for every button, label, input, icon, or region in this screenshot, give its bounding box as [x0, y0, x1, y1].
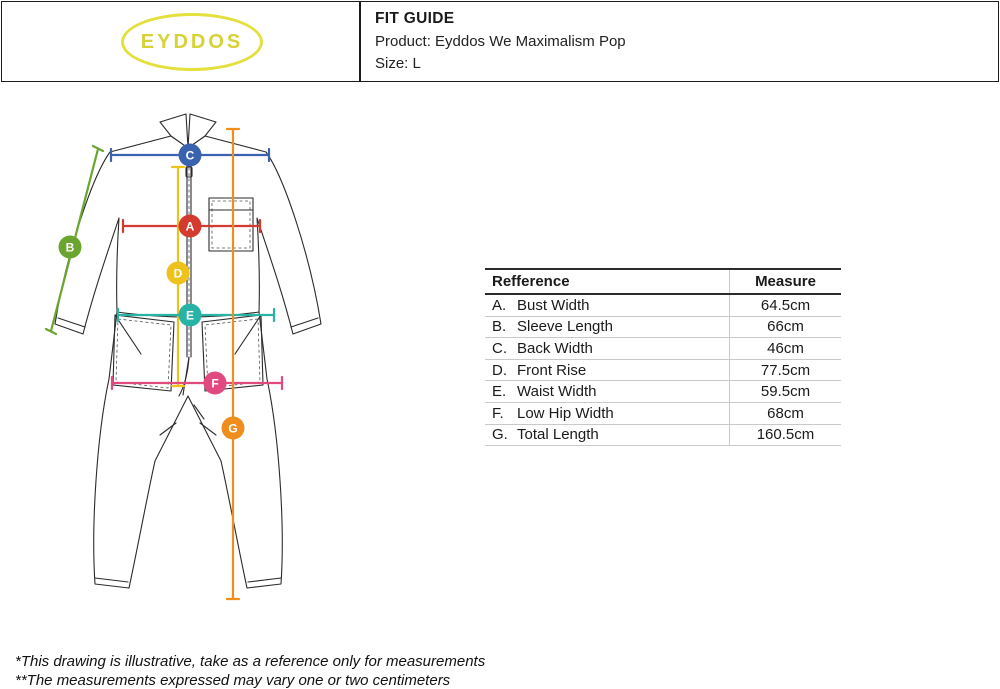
measure-line-low-hip-width — [110, 375, 284, 391]
footnote-illustrative: *This drawing is illustrative, take as a… — [15, 653, 486, 670]
chest-pocket — [208, 197, 254, 252]
marker-b-circle — [58, 235, 82, 259]
marker-c-letter: C — [186, 149, 195, 163]
table-row: E. Waist Width 59.5cm — [485, 381, 841, 403]
marker-b-letter: B — [66, 241, 75, 255]
row-name: Bust Width — [517, 296, 590, 314]
marker-a: A — [178, 214, 202, 238]
marker-c-circle — [178, 143, 202, 167]
header-info-box: FIT GUIDE Product: Eyddos We Maximalism … — [360, 1, 999, 82]
marker-g-letter: G — [228, 422, 237, 436]
row-letter: G. — [492, 426, 508, 444]
row-letter: E. — [492, 383, 507, 401]
table-row: A. Bust Width 64.5cm — [485, 295, 841, 317]
row-letter: F. — [492, 404, 504, 422]
product-line: Product: Eyddos We Maximalism Pop — [375, 33, 626, 50]
table-header-row: Refference Measure — [485, 268, 841, 295]
table-row: C. Back Width 46cm — [485, 338, 841, 360]
row-value: 59.5cm — [729, 381, 841, 402]
marker-d: D — [166, 261, 190, 285]
row-letter: C. — [492, 339, 507, 357]
header-logo-box: EYDDOS — [1, 1, 360, 82]
measurements-table: Refference Measure A. Bust Width 64.5cm B… — [485, 268, 841, 447]
marker-f-letter: F — [211, 377, 218, 391]
marker-c: C — [178, 143, 202, 167]
marker-g: G — [221, 416, 245, 440]
row-value: 77.5cm — [729, 359, 841, 381]
row-value: 64.5cm — [729, 295, 841, 316]
table-row: B. Sleeve Length 66cm — [485, 316, 841, 339]
marker-g-circle — [221, 416, 245, 440]
row-name: Low Hip Width — [517, 404, 614, 422]
hip-pocket-left — [112, 314, 175, 392]
table-header-reference: Refference — [492, 273, 570, 290]
row-letter: D. — [492, 361, 507, 379]
marker-f: F — [203, 371, 227, 395]
jumpsuit-drawing: C A B D E F G — [44, 113, 322, 601]
row-letter: B. — [492, 318, 507, 336]
row-value: 46cm — [729, 338, 841, 359]
marker-d-circle — [166, 261, 190, 285]
row-name: Front Rise — [517, 361, 587, 379]
marker-a-circle — [178, 214, 202, 238]
table-row: D. Front Rise 77.5cm — [485, 359, 841, 382]
brand-logo: EYDDOS — [121, 13, 263, 71]
jumpsuit-diagram: C A B D E F G — [38, 105, 338, 635]
row-letter: A. — [492, 296, 507, 314]
row-value: 68cm — [729, 402, 841, 424]
brand-logo-text: EYDDOS — [140, 30, 244, 53]
table-row: F. Low Hip Width 68cm — [485, 402, 841, 425]
row-value: 66cm — [729, 316, 841, 338]
row-name: Sleeve Length — [517, 318, 613, 336]
marker-e: E — [178, 303, 202, 327]
page-title: FIT GUIDE — [375, 10, 455, 27]
marker-f-circle — [203, 371, 227, 395]
marker-a-letter: A — [186, 220, 195, 234]
marker-e-letter: E — [186, 309, 194, 323]
footnote-variance: **The measurements expressed may vary on… — [15, 672, 451, 689]
table-row: G. Total Length 160.5cm — [485, 424, 841, 447]
row-name: Waist Width — [517, 383, 597, 401]
row-name: Back Width — [517, 339, 593, 357]
collar-right — [187, 113, 217, 149]
marker-b: B — [58, 235, 82, 259]
table-header-measure: Measure — [729, 270, 841, 293]
jumpsuit-outline — [54, 113, 322, 589]
row-name: Total Length — [517, 426, 599, 444]
collar-left — [159, 113, 189, 149]
marker-e-circle — [178, 303, 202, 327]
row-value: 160.5cm — [729, 424, 841, 446]
marker-d-letter: D — [174, 267, 183, 281]
size-line: Size: L — [375, 55, 421, 72]
measure-line-total-length — [225, 127, 241, 601]
